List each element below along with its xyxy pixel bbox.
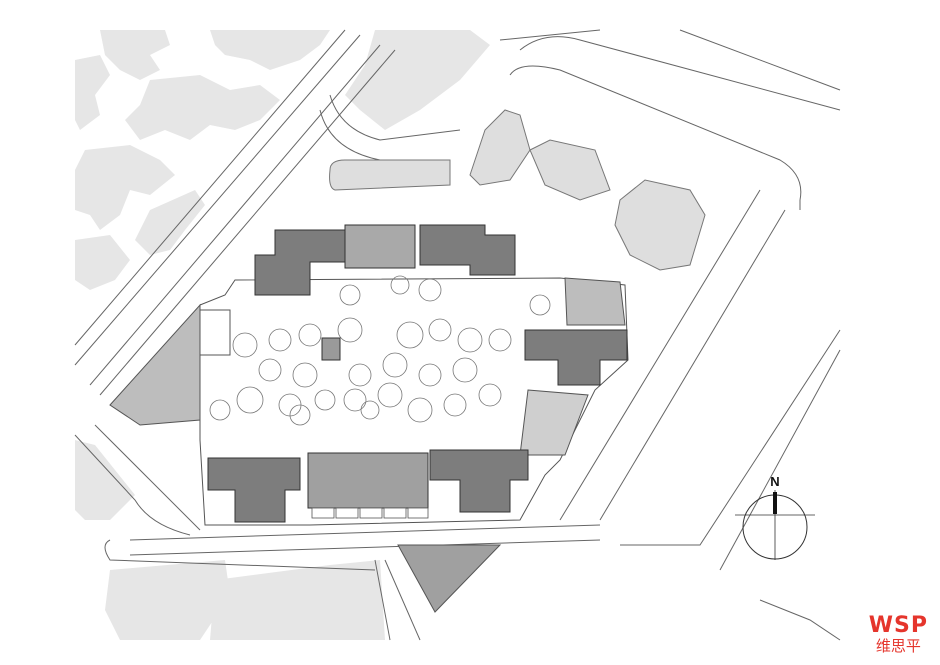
tree: [390, 275, 410, 295]
tree: [443, 393, 467, 417]
pad-north-strip: [329, 159, 451, 191]
neighbor-blocks: [75, 30, 490, 640]
site-east-block: [564, 277, 626, 326]
road-s-vert-1: [374, 559, 391, 641]
neighbor-block-nw-1: [100, 30, 170, 80]
road-e-diag-1: [559, 189, 761, 521]
neighbor-block-n-top: [345, 30, 490, 130]
building-south-west: [207, 457, 301, 523]
tree: [339, 284, 361, 306]
road-nw-diagonal-3: [89, 44, 381, 386]
road-s-1: [129, 524, 601, 541]
road-sw-1: [74, 434, 191, 536]
buildings: [207, 224, 628, 523]
building-north-center: [344, 224, 416, 269]
road-e-diag-3: [620, 329, 841, 546]
neighbor-block-nw-6: [135, 190, 205, 255]
road-sw-2: [94, 424, 201, 531]
tree: [457, 327, 483, 353]
tree: [478, 383, 502, 407]
neighbor-block-sw-1: [75, 440, 135, 520]
tree: [268, 328, 292, 352]
road-nw-diagonal-4: [99, 49, 396, 396]
site-east-lower: [519, 389, 589, 456]
tree: [529, 294, 551, 316]
tree: [289, 404, 311, 426]
canopy-bay: [311, 507, 335, 519]
tree: [382, 352, 408, 378]
north-arrow: N: [735, 474, 815, 560]
north-arrow-label: N: [770, 474, 779, 489]
tree: [292, 362, 318, 388]
road-s-3: [104, 539, 376, 571]
pad-north-2: [529, 139, 611, 201]
tree: [488, 328, 512, 352]
road-e-diag-2: [599, 209, 786, 521]
neighbor-block-nw-3: [75, 55, 110, 130]
wsp-logo: WSP 维思平: [868, 613, 928, 656]
logo-brand: WSP: [868, 613, 928, 638]
canopy-bay: [407, 507, 429, 519]
neighbor-block-nw-2: [210, 30, 330, 70]
road-ring-inner: [329, 94, 461, 141]
tree: [209, 399, 231, 421]
canopy-bay: [383, 507, 407, 519]
courtyard-trees: [209, 275, 551, 426]
building-north-east: [419, 224, 516, 276]
road-e-1: [679, 29, 841, 91]
pad-north-1: [469, 109, 531, 186]
neighbor-block-nw-5: [75, 145, 175, 230]
building-south-east: [429, 449, 529, 513]
tree: [377, 382, 403, 408]
tree: [232, 332, 258, 358]
road-nw-diagonal-2: [74, 34, 361, 366]
road-ring-outer: [319, 109, 381, 161]
tree: [236, 386, 264, 414]
tree: [407, 397, 433, 423]
tree: [258, 358, 282, 382]
building-center-pavilion: [321, 337, 341, 361]
neighbor-block-s-2: [245, 590, 330, 640]
logo-sub: 维思平: [875, 637, 921, 655]
road-e-diag-4: [719, 349, 841, 571]
tree: [298, 323, 322, 347]
tree: [396, 321, 424, 349]
tree: [314, 389, 336, 411]
road-ne-3: [509, 65, 802, 201]
landscape-pads: [329, 109, 706, 271]
neighbor-block-sw-2: [105, 560, 230, 640]
building-east: [524, 329, 628, 386]
building-south-center: [307, 452, 429, 509]
road-s-2: [129, 539, 601, 556]
tree: [360, 400, 380, 420]
site-west-triangle: [109, 303, 201, 426]
tree: [428, 318, 452, 342]
canopy-bay: [359, 507, 383, 519]
tree: [337, 317, 363, 343]
pad-north-3: [614, 179, 706, 271]
tree: [348, 363, 372, 387]
canopy-bay: [335, 507, 359, 519]
road-ne-1: [499, 29, 601, 41]
north-arrow-needle: [773, 492, 777, 514]
road-se-corner: [759, 599, 841, 641]
tree: [418, 363, 442, 387]
neighbor-block-nw-7: [75, 235, 130, 290]
tree: [452, 357, 478, 383]
neighbor-block-nw-4: [125, 75, 280, 140]
tree: [343, 388, 367, 412]
site-south-triangle: [397, 544, 502, 613]
site-entrance-court: [199, 309, 231, 356]
tree: [418, 278, 442, 302]
road-s-vert-2: [384, 559, 421, 641]
roads: [74, 29, 841, 641]
road-nw-diagonal-1: [74, 29, 346, 346]
road-ne-2: [519, 36, 841, 111]
canopy-strip: [311, 507, 429, 519]
